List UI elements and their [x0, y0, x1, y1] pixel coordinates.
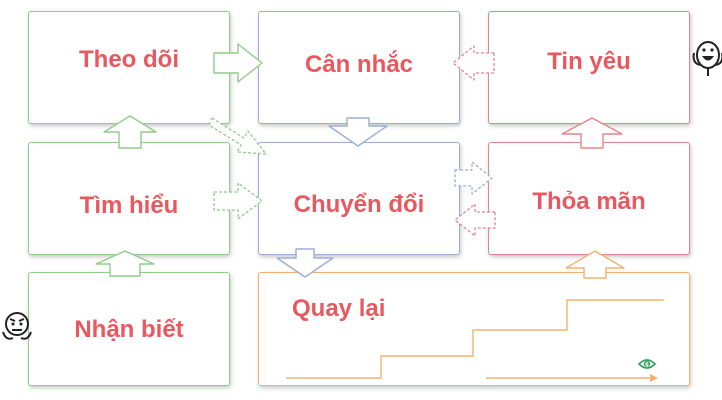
stage-theo-doi-box: Theo dõi [28, 11, 230, 124]
happy-face-icon [692, 41, 722, 76]
stage-tim-hieu-box: Tìm hiểu [28, 142, 230, 255]
arrow-theo-doi-to-can-nhac [213, 43, 263, 83]
arrow-tin-yeu-to-can-nhac [452, 45, 495, 81]
stage-chuyen-doi-label: Chuyển đổi [293, 191, 425, 218]
eye-dollar-icon: $ [638, 359, 656, 369]
stage-tin-yeu-label: Tin yêu [547, 48, 631, 75]
staircase-graphic [285, 298, 664, 382]
arrow-thoa-man-to-tin-yeu [561, 117, 623, 149]
arrow-thoa-man-to-chuyen-doi [454, 203, 496, 237]
stage-tin-yeu-box: Tin yêu [488, 11, 690, 124]
arrow-tim-hieu-to-theo-doi [103, 115, 157, 149]
stage-tim-hieu-label: Tìm hiểu [79, 192, 179, 219]
angry-face-icon [2, 312, 32, 340]
arrow-chuyen-doi-to-thoa-man [454, 161, 493, 195]
svg-text:$: $ [645, 361, 649, 368]
arrow-quay-lai-to-thoa-man [565, 250, 625, 279]
arrow-tim-hieu-to-chuyen-doi [213, 182, 263, 220]
stage-chuyen-doi-box: Chuyển đổi [258, 142, 460, 255]
stage-quay-lai-label: Quay lại [292, 295, 386, 322]
stage-nhan-biet-box: Nhận biết [28, 272, 230, 386]
stage-can-nhac-label: Cân nhắc [304, 51, 414, 78]
stage-thoa-man-label: Thỏa mãn [532, 188, 646, 215]
stage-theo-doi-label: Theo dõi [79, 46, 179, 73]
arrow-can-nhac-to-chuyen-doi [328, 117, 388, 147]
stage-thoa-man-box: Thỏa mãn [488, 142, 690, 255]
stage-nhan-biet-label: Nhận biết [74, 316, 184, 343]
arrow-nhan-biet-to-tim-hieu [95, 250, 155, 277]
stage-quay-lai-box: Quay lại [258, 272, 690, 386]
arrow-chuyen-doi-to-quay-lai [276, 248, 334, 278]
arrow-theo-doi-to-chuyen-doi [208, 117, 267, 155]
